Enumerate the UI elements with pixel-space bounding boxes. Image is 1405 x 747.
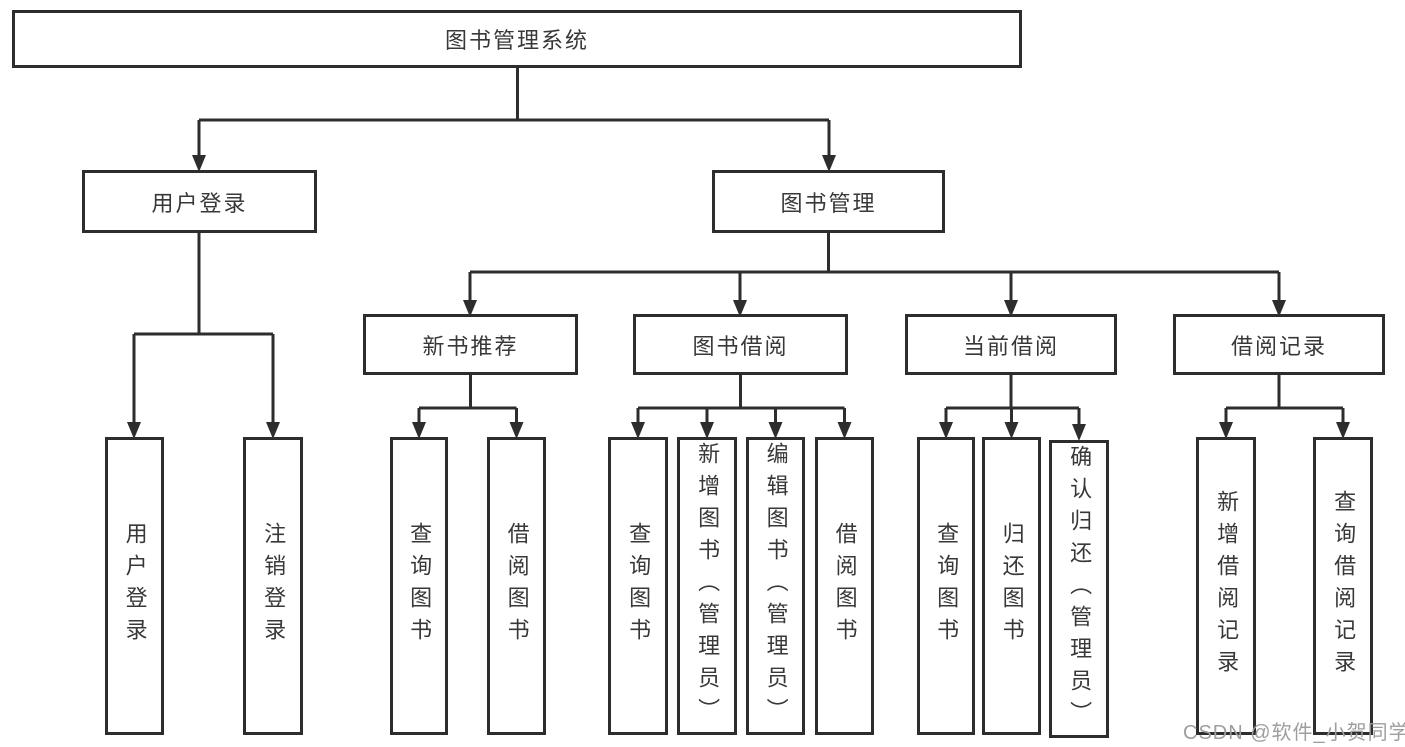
node-root-library-system: 图书管理系统 (12, 10, 1022, 68)
leaf-query-books-1: 查询图书 (390, 437, 448, 735)
node-label: 注销登录 (261, 522, 287, 650)
node-book-management: 图书管理 (712, 170, 945, 233)
node-label: 图书借阅 (692, 333, 789, 359)
leaf-query-books-2: 查询图书 (608, 437, 668, 735)
node-label: 新书推荐 (422, 333, 519, 359)
node-label: 图书管理系统 (444, 28, 589, 53)
leaf-query-borrow-record: 查询借阅记录 (1313, 437, 1373, 735)
leaf-logout: 注销登录 (243, 437, 303, 735)
node-label: 查询图书 (626, 522, 652, 650)
node-label: 用户登录 (151, 190, 248, 216)
node-label: 新增图书（管理员） (695, 442, 721, 730)
node-new-book-recommend: 新书推荐 (363, 314, 578, 375)
node-current-borrow: 当前借阅 (905, 314, 1117, 375)
node-label: 借阅图书 (832, 522, 858, 650)
node-label: 查询图书 (407, 522, 433, 650)
leaf-borrow-books-2: 借阅图书 (815, 437, 874, 735)
leaf-query-books-3: 查询图书 (917, 437, 975, 735)
leaf-edit-books-admin: 编辑图书（管理员） (746, 437, 805, 735)
node-label: 用户登录 (122, 522, 148, 650)
node-book-borrow: 图书借阅 (633, 314, 848, 375)
leaf-return-books: 归还图书 (982, 437, 1041, 735)
node-label: 确认归还（管理员） (1067, 445, 1093, 733)
leaf-confirm-return-admin: 确认归还（管理员） (1049, 440, 1109, 738)
node-label: 当前借阅 (962, 333, 1059, 359)
leaf-user-login: 用户登录 (105, 437, 164, 735)
node-label: 借阅记录 (1230, 333, 1327, 359)
node-label: 图书管理 (780, 190, 877, 216)
node-label: 编辑图书（管理员） (763, 442, 789, 730)
node-user-login: 用户登录 (82, 170, 317, 233)
node-label: 归还图书 (999, 522, 1025, 650)
leaf-add-books-admin: 新增图书（管理员） (677, 437, 737, 735)
node-borrow-records: 借阅记录 (1173, 314, 1385, 375)
watermark: CSDN @软件_小贺同学 (1183, 722, 1405, 744)
node-label: 借阅图书 (504, 522, 530, 650)
node-label: 查询借阅记录 (1331, 490, 1357, 682)
node-label: 查询图书 (934, 522, 960, 650)
node-label: 新增借阅记录 (1214, 490, 1240, 682)
leaf-add-borrow-record: 新增借阅记录 (1196, 437, 1256, 735)
leaf-borrow-books-1: 借阅图书 (487, 437, 546, 735)
